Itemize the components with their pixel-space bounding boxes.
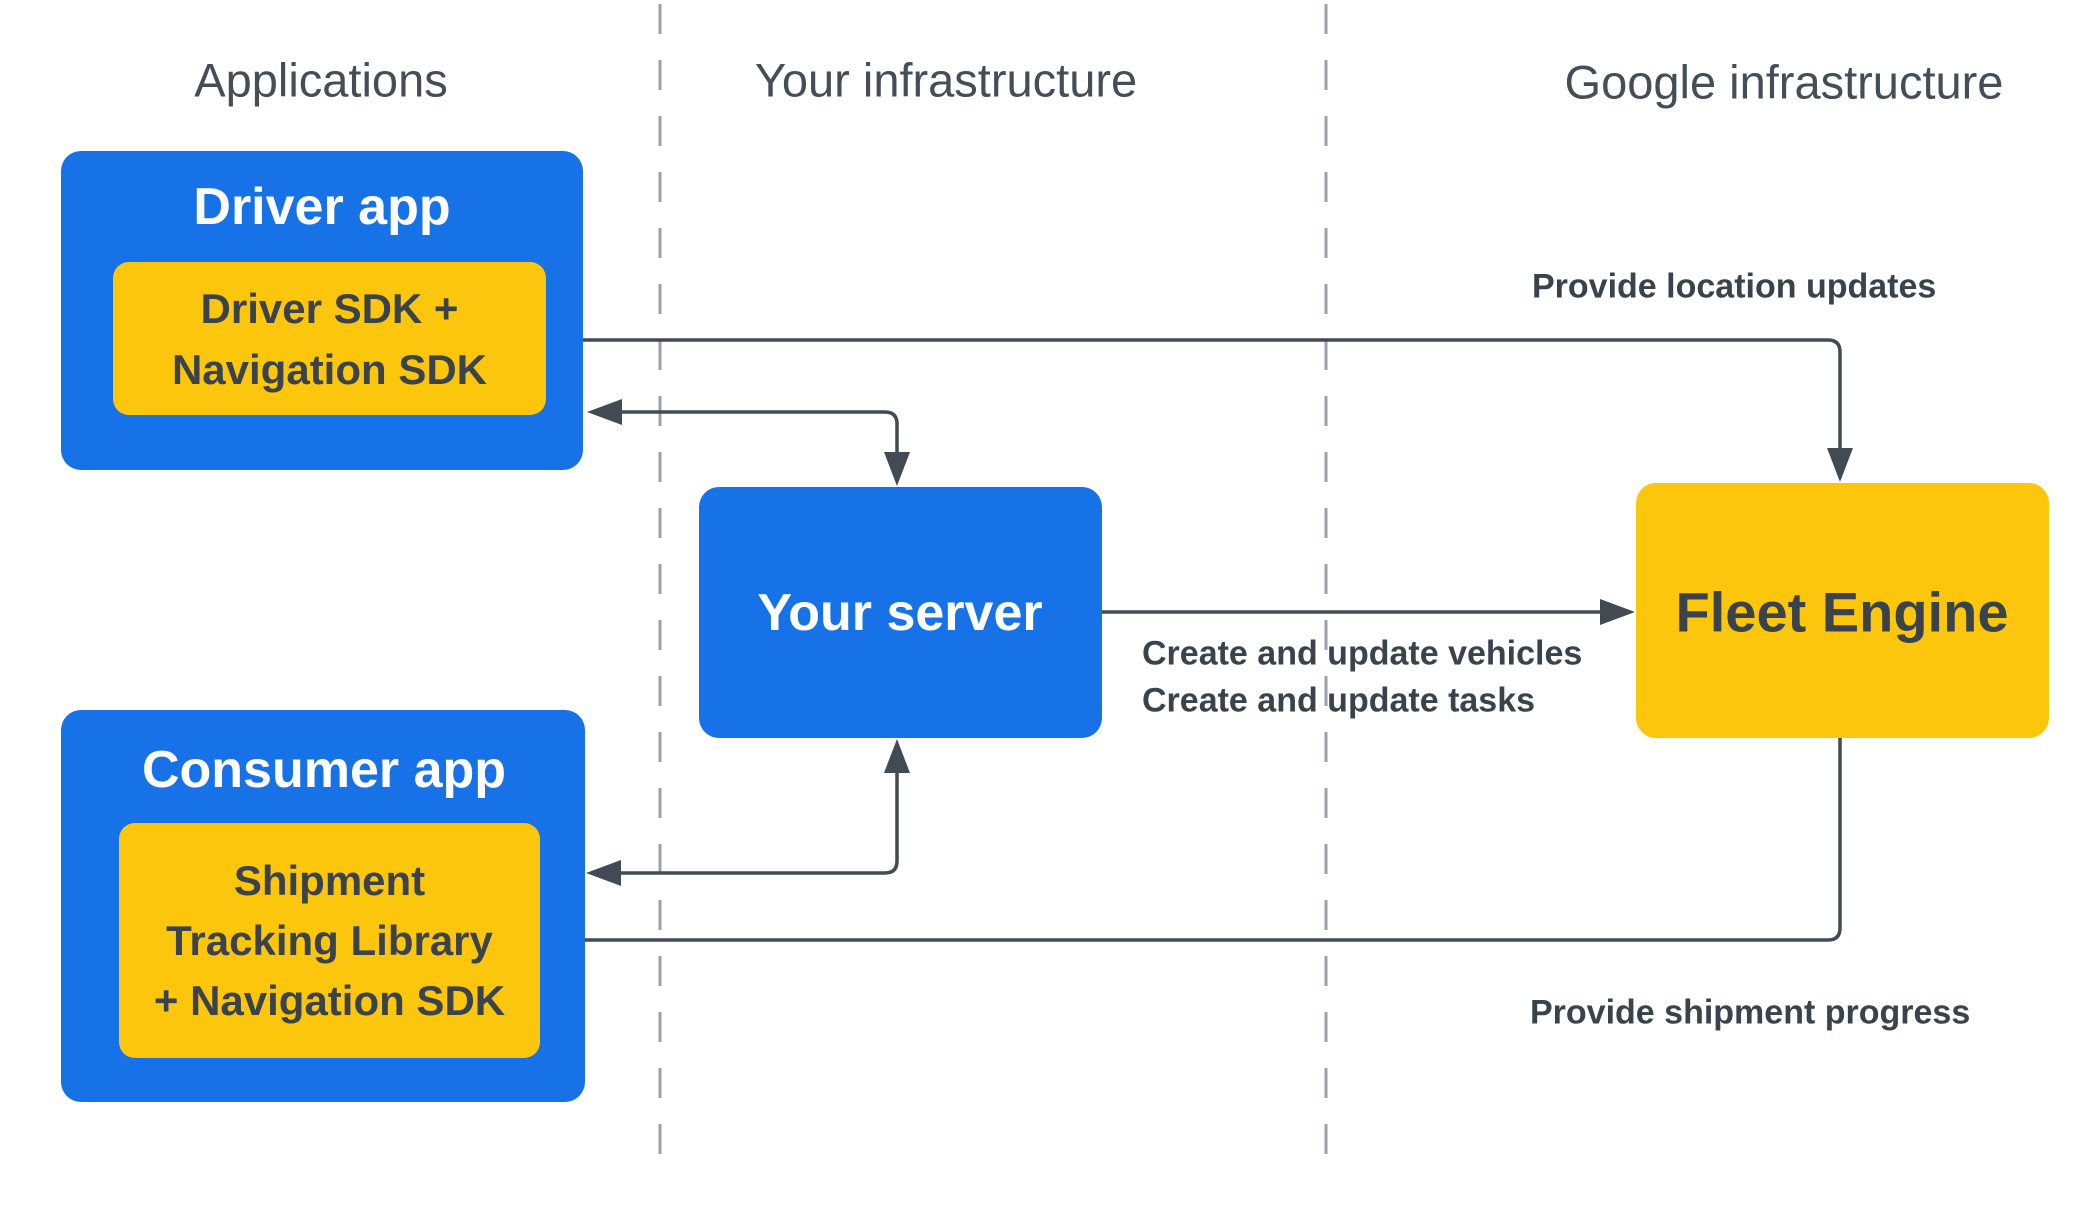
driver-sdk-line-1: Driver SDK + (200, 284, 459, 332)
column-header-your-infrastructure: Your infrastructure (754, 53, 1138, 107)
node-your-server-label: Your server (757, 584, 1043, 642)
edge-label-provide-location-updates: Provide location updates (1532, 267, 1937, 306)
node-shipment-tracking-library-label: Shipment Tracking Library + Navigation S… (119, 851, 540, 1031)
node-driver-app-label: Driver app (193, 178, 451, 236)
node-fleet-engine (1636, 483, 2049, 738)
arrowhead-into-your-server-bottom (884, 739, 910, 773)
node-consumer-app-label: Consumer app (141, 741, 507, 799)
arrowhead-into-consumer-app (586, 860, 621, 886)
arrow-fleet-engine-shipment-library (572, 738, 1842, 942)
arrowhead-into-driver-app (587, 399, 622, 425)
edge-label-create-update-vehicles: Create and update vehicles (1142, 634, 1583, 673)
node-fleet-engine-label: Fleet Engine (1675, 580, 2009, 644)
node-driver-sdk: Driver SDK + Navigation SDK (113, 262, 546, 415)
shipment-line-1: Shipment (233, 856, 426, 904)
arrowhead-into-your-server-top (884, 452, 910, 486)
arrowhead-into-fleet-engine-left (1600, 599, 1635, 625)
column-header-applications: Applications (194, 53, 448, 107)
edge-label-provide-shipment-progress: Provide shipment progress (1530, 993, 1971, 1032)
arrow-driver-app-your-server (621, 410, 899, 453)
node-your-server (699, 487, 1102, 738)
shipment-line-3: + Navigation SDK (153, 976, 506, 1024)
arrow-driver-sdk-fleet-engine (576, 338, 1842, 449)
node-shipment-tracking-library: Shipment Tracking Library + Navigation S… (119, 823, 540, 1058)
arrow-your-server-consumer-app (620, 773, 899, 875)
arrowhead-into-fleet-engine-top (1827, 448, 1853, 482)
shipment-line-2: Tracking Library (166, 916, 493, 964)
node-driver-sdk-label: Driver SDK + Navigation SDK (113, 278, 546, 400)
driver-sdk-line-2: Navigation SDK (171, 345, 488, 393)
column-header-google-infrastructure: Google infrastructure (1564, 55, 2004, 109)
edge-label-create-update-tasks: Create and update tasks (1142, 681, 1536, 720)
